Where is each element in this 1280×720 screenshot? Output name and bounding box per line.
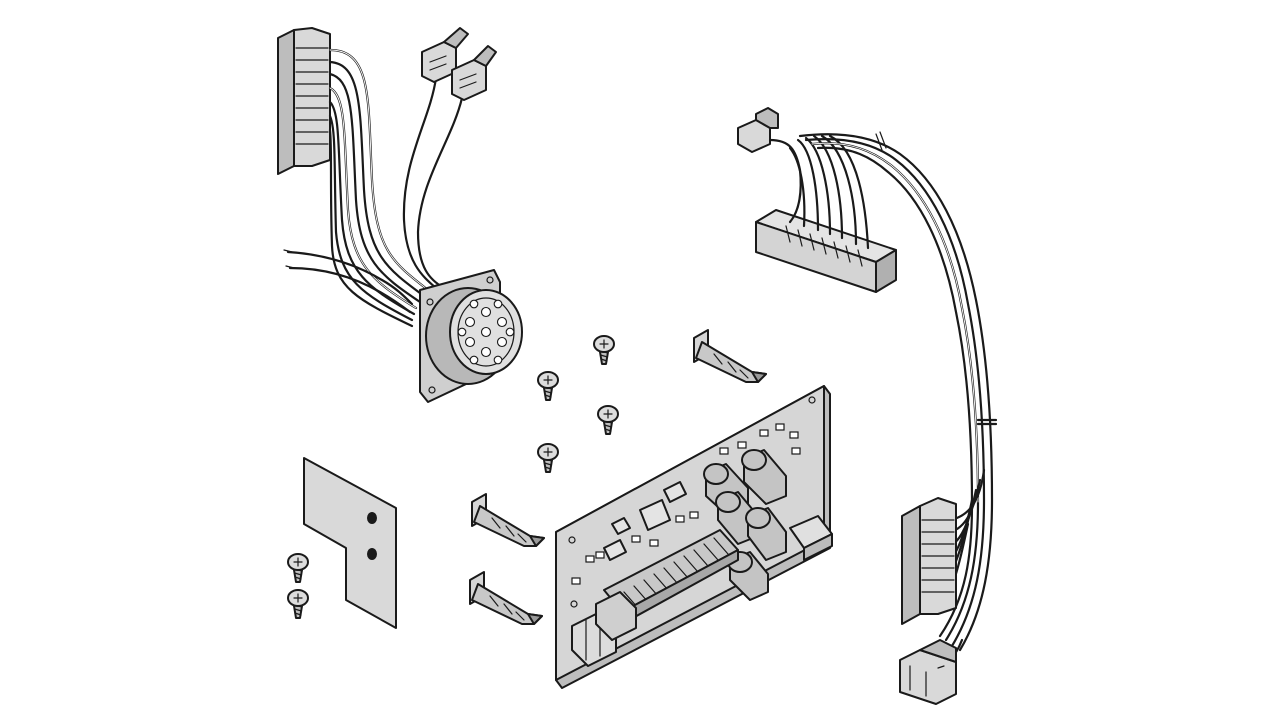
terminal-block bbox=[571, 591, 637, 667]
circular-connector bbox=[419, 269, 523, 403]
screw bbox=[597, 405, 619, 435]
screw bbox=[287, 553, 309, 583]
harness-wires bbox=[283, 48, 464, 328]
insulation-plate bbox=[303, 457, 397, 629]
screw bbox=[287, 589, 309, 619]
standoff bbox=[469, 571, 543, 625]
ic-chip bbox=[603, 539, 627, 561]
harness-connector-block bbox=[277, 29, 295, 175]
small-plug-connector bbox=[451, 45, 497, 101]
ic-chip bbox=[639, 499, 671, 531]
capacitors bbox=[703, 449, 787, 601]
ribbon-cable-harness bbox=[737, 107, 998, 705]
control-circuit-board bbox=[555, 385, 833, 689]
standoff bbox=[471, 493, 545, 547]
ribbon-wires bbox=[768, 131, 998, 652]
screw bbox=[537, 371, 559, 401]
vertical-connector bbox=[901, 497, 957, 625]
horizontal-connector bbox=[755, 209, 897, 293]
standoff bbox=[693, 329, 767, 383]
screw bbox=[593, 335, 615, 365]
screw bbox=[537, 443, 559, 473]
wiring-harness-with-circular-connector bbox=[277, 27, 523, 403]
small-plug-connector bbox=[737, 107, 779, 153]
smd-components bbox=[571, 423, 801, 585]
small-plug-connector bbox=[899, 638, 964, 705]
small-plug-connector bbox=[421, 27, 469, 83]
